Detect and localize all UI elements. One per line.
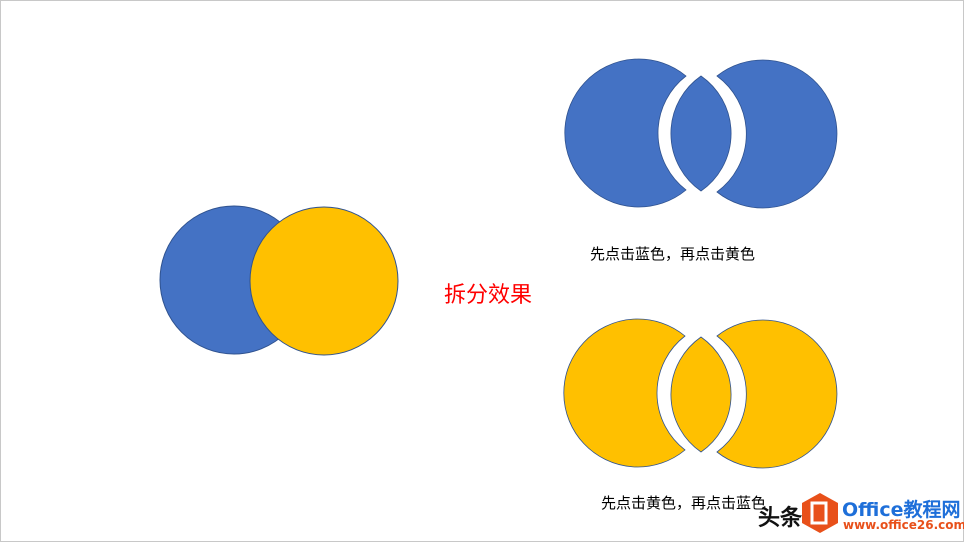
- yellow-circle[interactable]: [249, 206, 399, 356]
- lens-yellow[interactable]: [670, 336, 732, 453]
- watermark-prefix: 头条: [758, 506, 803, 531]
- split-result-yellow: [563, 318, 838, 469]
- right-crescent-blue[interactable]: [716, 59, 838, 209]
- split-effect-title: 拆分效果: [444, 283, 533, 308]
- left-crescent-yellow[interactable]: [563, 318, 686, 468]
- caption-bottom: 先点击黄色，再点击蓝色: [601, 494, 767, 512]
- watermark-url: www.office26.com: [843, 518, 964, 532]
- left-crescent-blue[interactable]: [564, 58, 687, 208]
- caption-top: 先点击蓝色，再点击黄色: [590, 245, 756, 263]
- office-logo-icon: [802, 493, 838, 533]
- lens-blue[interactable]: [670, 75, 732, 192]
- right-crescent-yellow[interactable]: [716, 319, 838, 469]
- split-result-blue: [564, 58, 838, 209]
- watermark-site-name: Office教程网: [842, 499, 961, 521]
